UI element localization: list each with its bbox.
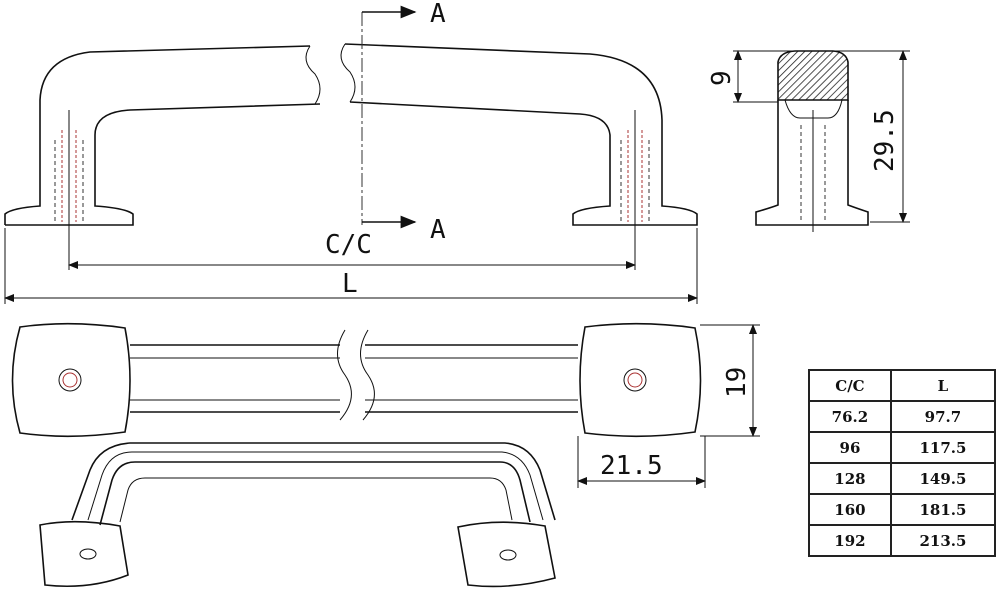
section-label-bottom: A [430, 215, 446, 245]
header-l: L [889, 369, 997, 402]
side-view: A A C/C L [4, 0, 698, 304]
table-header-row: C/C L [808, 369, 997, 402]
width-label: 19 [722, 367, 752, 398]
total-height-label: 29.5 [870, 109, 900, 172]
cell-cc: 192 [808, 524, 892, 557]
top-view: 19 21.5 [11, 322, 760, 488]
header-cc: C/C [808, 369, 892, 402]
cap-height-label: 9 [707, 70, 737, 86]
length-dimension-label: L [342, 269, 358, 299]
perspective-view [39, 442, 556, 588]
cc-dimension-label: C/C [325, 230, 372, 260]
section-label-top: A [430, 0, 446, 29]
cell-cc: 76.2 [808, 400, 892, 433]
cell-l: 181.5 [889, 493, 997, 526]
foot-length-label: 21.5 [600, 451, 663, 481]
cell-l: 97.7 [889, 400, 997, 433]
cell-cc: 128 [808, 462, 892, 495]
end-view: 9 29.5 [707, 50, 910, 232]
cell-l: 149.5 [889, 462, 997, 495]
cell-l: 117.5 [889, 431, 997, 464]
cell-l: 213.5 [889, 524, 997, 557]
cell-cc: 160 [808, 493, 892, 526]
cell-cc: 96 [808, 431, 892, 464]
